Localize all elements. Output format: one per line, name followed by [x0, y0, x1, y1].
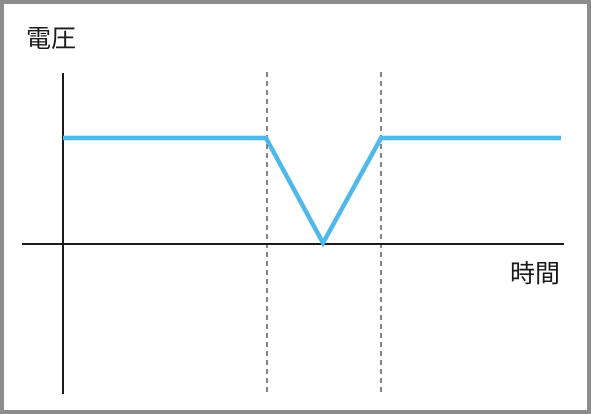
voltage-waveform — [63, 135, 561, 248]
x-axis-label: 時間 — [510, 259, 561, 288]
y-axis-label: 電圧 — [26, 24, 77, 53]
